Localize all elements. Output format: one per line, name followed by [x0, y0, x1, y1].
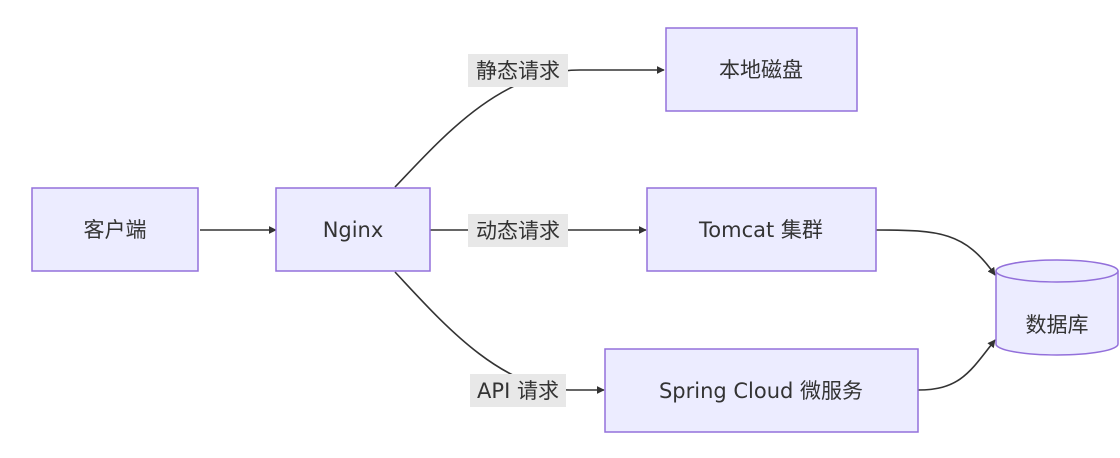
edge-tomcat-to-database [875, 229, 996, 276]
node-disk: 本地磁盘 [665, 27, 858, 112]
edge-label-static-text: 静态请求 [476, 59, 560, 83]
node-client: 客户端 [31, 187, 199, 272]
edge-label-api-text: API 请求 [477, 379, 559, 403]
edge-label-dynamic: 动态请求 [468, 214, 568, 247]
edge-label-dynamic-text: 动态请求 [476, 219, 560, 243]
node-tomcat-label: Tomcat 集群 [698, 218, 823, 242]
node-disk-label: 本地磁盘 [719, 58, 803, 82]
node-nginx: Nginx [275, 187, 431, 272]
node-nginx-label: Nginx [323, 218, 384, 242]
node-database: 数据库 [995, 259, 1119, 356]
node-spring: Spring Cloud 微服务 [604, 348, 919, 433]
edge-nginx-to-spring [394, 271, 605, 394]
edge-label-static: 静态请求 [468, 54, 568, 87]
node-spring-label: Spring Cloud 微服务 [659, 379, 863, 403]
edge-spring-to-database [917, 339, 996, 391]
edge-nginx-to-disk [394, 66, 665, 188]
node-database-label: 数据库 [1026, 313, 1089, 337]
node-client-label: 客户端 [84, 218, 147, 242]
database-cylinder-top [995, 259, 1119, 283]
database-cylinder-body [995, 271, 1119, 356]
edge-label-api: API 请求 [470, 374, 566, 407]
node-tomcat: Tomcat 集群 [646, 187, 877, 272]
